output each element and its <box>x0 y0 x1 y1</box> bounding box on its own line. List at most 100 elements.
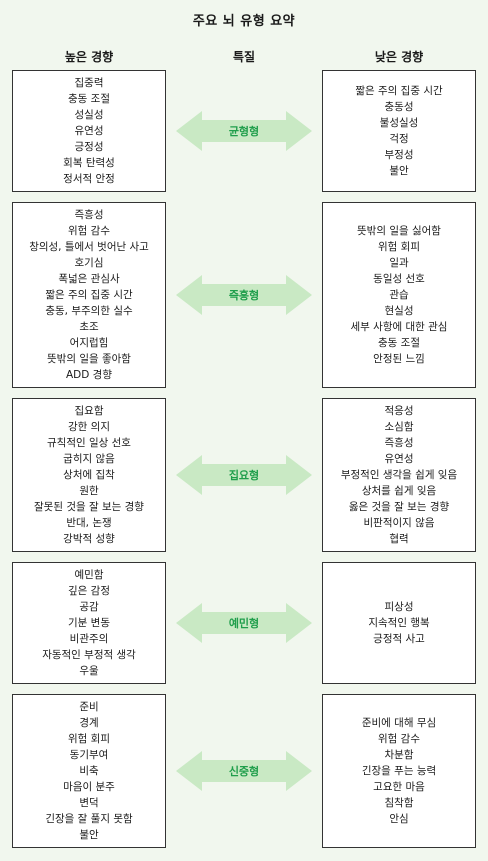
tendency-item: 뜻밖의 일을 싫어함 <box>357 225 441 237</box>
tendency-item: 유연성 <box>74 125 104 137</box>
tendency-item: 걱정 <box>389 133 409 145</box>
tendency-item: 경계 <box>79 717 99 729</box>
tendency-item: 성실성 <box>74 109 104 121</box>
trait-label-balanced: 균형형 <box>228 125 260 138</box>
tendency-item: 즉흥성 <box>384 437 414 449</box>
trait-label-spontaneous: 즉흥형 <box>228 289 260 302</box>
tendency-item: 깊은 감정 <box>68 585 110 597</box>
double-arrow-icon <box>176 455 312 495</box>
tendency-item: 강박적 성향 <box>63 533 115 545</box>
tendency-item: 폭넓은 관심사 <box>58 273 120 285</box>
tendency-item: 잘못된 것을 잘 보는 경향 <box>34 501 144 513</box>
tendency-item: 불안 <box>79 829 99 841</box>
tendency-item: 준비 <box>79 701 99 713</box>
tendency-item: 집요함 <box>74 405 104 417</box>
header-trait: 특질 <box>232 50 256 64</box>
tendency-item: 비판적이지 않음 <box>363 517 435 529</box>
double-arrow-icon <box>176 275 312 315</box>
tendency-item: 부정성 <box>384 149 414 161</box>
tendency-item: 안심 <box>389 813 409 825</box>
tendency-item: 위험 감수 <box>68 225 110 237</box>
tendency-item: 위험 감수 <box>378 733 420 745</box>
tendency-item: 동일성 선호 <box>373 273 425 285</box>
tendency-item: 자동적인 부정적 생각 <box>42 649 136 661</box>
double-arrow-icon <box>176 111 312 151</box>
tendency-item: 비축 <box>79 765 99 777</box>
arrow-cautious: 신중형 <box>176 751 312 791</box>
tendency-item: 굽히지 않음 <box>63 453 115 465</box>
tendency-item: 충동, 부주의한 실수 <box>45 305 133 317</box>
tendency-item: 차분함 <box>384 749 414 761</box>
tendency-item: 변덕 <box>79 797 99 809</box>
tendency-item: 규칙적인 일상 선호 <box>47 437 131 449</box>
tendency-item: 기분 변동 <box>68 617 110 629</box>
tendency-item: 짧은 주의 집중 시간 <box>355 85 443 97</box>
tendency-item: 충동 조절 <box>378 337 420 349</box>
tendency-item: 상처에 집착 <box>63 469 115 481</box>
tendency-item: 반대, 논쟁 <box>66 517 112 529</box>
tendency-item: 마음이 분주 <box>63 781 115 793</box>
tendency-item: 동기부여 <box>69 749 109 761</box>
tendency-item: 긴장을 푸는 능력 <box>361 765 437 777</box>
tendency-item: 충동 조절 <box>68 93 110 105</box>
tendency-item: 긴장을 잘 풀지 못함 <box>45 813 133 825</box>
trait-label-sensitive: 예민형 <box>228 617 260 630</box>
tendency-item: 소심함 <box>384 421 414 433</box>
tendency-item: 정서적 안정 <box>63 173 115 185</box>
tendency-item: 옳은 것을 잘 보는 경향 <box>348 501 450 513</box>
page-title: 주요 뇌 유형 요약 <box>192 14 296 29</box>
arrow-balanced: 균형형 <box>176 111 312 151</box>
tendency-item: 긍정적 사고 <box>373 633 425 645</box>
arrow-spontaneous: 즉흥형 <box>176 275 312 315</box>
header-low-tendency: 낮은 경향 <box>374 50 424 64</box>
tendency-item: 관습 <box>389 289 409 301</box>
tendency-item: 지속적인 행복 <box>368 617 430 629</box>
tendency-item: 고요한 마음 <box>373 781 425 793</box>
tendency-item: ADD 경향 <box>65 369 112 381</box>
tendency-item: 유연성 <box>384 453 414 465</box>
double-arrow-icon <box>176 751 312 791</box>
tendency-item: 불성실성 <box>379 117 419 129</box>
tendency-item: 어지럽힘 <box>69 337 109 349</box>
tendency-item: 뜻밖의 일을 좋아함 <box>47 353 131 365</box>
tendency-item: 적응성 <box>384 405 414 417</box>
tendency-item: 위험 회피 <box>378 241 420 253</box>
trait-label-cautious: 신중형 <box>228 765 260 778</box>
tendency-item: 즉흥성 <box>74 209 104 221</box>
tendency-item: 집중력 <box>74 77 104 89</box>
tendency-item: 준비에 대해 무심 <box>361 717 437 729</box>
tendency-item: 창의성, 틀에서 벗어난 사고 <box>29 241 149 253</box>
arrow-sensitive: 예민형 <box>176 603 312 643</box>
tendency-item: 침착함 <box>384 797 414 809</box>
tendency-item: 피상성 <box>384 601 414 613</box>
double-arrow-icon <box>176 603 312 643</box>
tendency-item: 강한 의지 <box>68 421 110 433</box>
tendency-item: 위험 회피 <box>68 733 110 745</box>
tendency-item: 협력 <box>389 533 409 545</box>
tendency-item: 불안 <box>389 165 409 177</box>
tendency-item: 호기심 <box>74 257 104 269</box>
tendency-item: 우울 <box>79 665 99 677</box>
tendency-item: 긍정성 <box>74 141 104 153</box>
trait-label-persistent: 집요형 <box>228 469 260 482</box>
tendency-item: 짧은 주의 집중 시간 <box>45 289 133 301</box>
tendency-item: 부정적인 생각을 쉽게 잊음 <box>340 469 458 481</box>
tendency-item: 안정된 느낌 <box>373 353 425 365</box>
tendency-item: 회복 탄력성 <box>63 157 115 169</box>
arrow-persistent: 집요형 <box>176 455 312 495</box>
tendency-item: 충동성 <box>384 101 414 113</box>
tendency-item: 예민함 <box>74 569 104 581</box>
tendency-item: 일과 <box>389 257 409 269</box>
tendency-item: 초조 <box>79 321 99 333</box>
tendency-item: 비관주의 <box>69 633 109 645</box>
